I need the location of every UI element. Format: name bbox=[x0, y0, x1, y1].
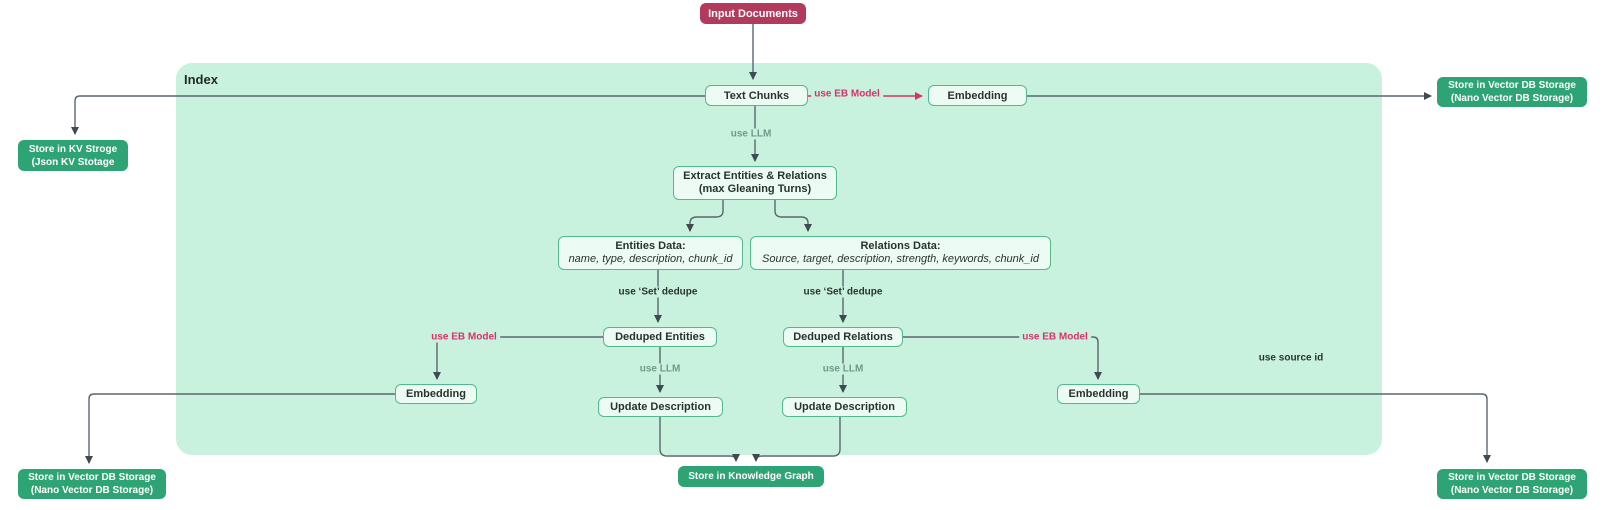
node-extract-entities-relations: Extract Entities & Relations (max Gleani… bbox=[673, 166, 837, 200]
store-vector-bottom-right-line2: (Nano Vector DB Storage) bbox=[1450, 485, 1574, 496]
node-update-description-right: Update Description bbox=[782, 397, 907, 417]
store-vector-bottom-left-line1: Store in Vector DB Storage bbox=[28, 472, 156, 483]
node-update-description-left: Update Description bbox=[598, 397, 723, 417]
relations-data-fields: Source, target, description, strength, k… bbox=[762, 253, 1039, 265]
edge-label-use-eb-model-right: use EB Model bbox=[1019, 331, 1091, 343]
deduped-relations-label: Deduped Relations bbox=[793, 331, 893, 343]
node-entities-data: Entities Data: name, type, description, … bbox=[558, 236, 743, 270]
node-relations-data: Relations Data: Source, target, descript… bbox=[750, 236, 1051, 270]
node-store-kv: Store in KV Stroge (Json KV Stotage bbox=[18, 140, 128, 171]
node-store-knowledge-graph: Store in Knowledge Graph bbox=[678, 466, 824, 487]
edge-label-use-set-dedupe-right: use ‘Set’ dedupe bbox=[800, 286, 886, 298]
node-store-vector-top-right: Store in Vector DB Storage (Nano Vector … bbox=[1437, 77, 1587, 107]
embedding-right-label: Embedding bbox=[1068, 388, 1129, 400]
node-embedding-top: Embedding bbox=[928, 85, 1027, 106]
deduped-entities-label: Deduped Entities bbox=[615, 331, 705, 343]
update-description-left-label: Update Description bbox=[610, 401, 711, 413]
edge-label-use-source-id: use source id bbox=[1258, 352, 1324, 364]
node-embedding-top-label: Embedding bbox=[947, 89, 1008, 102]
node-input-documents-label: Input Documents bbox=[708, 7, 798, 20]
node-text-chunks-label: Text Chunks bbox=[723, 89, 790, 102]
relations-data-title: Relations Data: bbox=[860, 240, 941, 252]
extract-line2: (max Gleaning Turns) bbox=[698, 183, 812, 195]
edge-label-use-set-dedupe-left: use ‘Set’ dedupe bbox=[615, 286, 701, 298]
store-knowledge-graph-label: Store in Knowledge Graph bbox=[688, 471, 814, 482]
edge-label-use-llm-right: use LLM bbox=[819, 363, 867, 375]
entities-data-fields: name, type, description, chunk_id bbox=[568, 253, 733, 265]
node-deduped-entities: Deduped Entities bbox=[603, 327, 717, 347]
extract-line1: Extract Entities & Relations bbox=[683, 170, 827, 182]
store-kv-line2: (Json KV Stotage bbox=[31, 156, 115, 168]
store-vector-top-right-line1: Store in Vector DB Storage bbox=[1448, 80, 1576, 91]
store-vector-bottom-left-line2: (Nano Vector DB Storage) bbox=[30, 485, 154, 496]
edge-label-use-eb-model-left: use EB Model bbox=[428, 331, 500, 343]
edge-label-use-llm-left: use LLM bbox=[636, 363, 684, 375]
node-embedding-left: Embedding bbox=[395, 384, 477, 404]
node-text-chunks: Text Chunks bbox=[705, 85, 808, 106]
entities-data-title: Entities Data: bbox=[615, 240, 686, 252]
node-store-vector-bottom-left: Store in Vector DB Storage (Nano Vector … bbox=[18, 469, 166, 499]
store-kv-line1: Store in KV Stroge bbox=[28, 143, 118, 155]
index-subgraph-title: Index bbox=[184, 72, 218, 87]
edge-label-use-llm-top: use LLM bbox=[727, 128, 775, 140]
embedding-left-label: Embedding bbox=[406, 388, 466, 400]
update-description-right-label: Update Description bbox=[794, 401, 895, 413]
node-embedding-right: Embedding bbox=[1057, 384, 1140, 404]
node-input-documents: Input Documents bbox=[700, 3, 806, 24]
node-store-vector-bottom-right: Store in Vector DB Storage (Nano Vector … bbox=[1437, 469, 1587, 499]
node-deduped-relations: Deduped Relations bbox=[783, 327, 903, 347]
store-vector-top-right-line2: (Nano Vector DB Storage) bbox=[1450, 93, 1574, 104]
edge-label-use-eb-model-top: use EB Model bbox=[811, 88, 883, 100]
store-vector-bottom-right-line1: Store in Vector DB Storage bbox=[1448, 472, 1576, 483]
